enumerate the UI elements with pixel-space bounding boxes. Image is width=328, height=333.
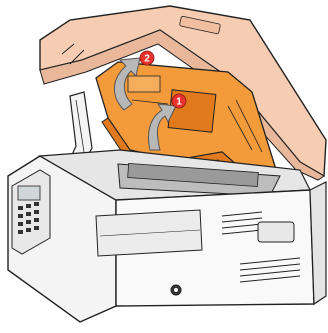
power-button-icon [171, 285, 181, 295]
printer-body [8, 150, 326, 322]
svg-text:2: 2 [144, 54, 150, 65]
step-badge-2: 2 [140, 51, 154, 65]
lcd-display-icon [18, 186, 40, 200]
svg-text:1: 1 [176, 97, 182, 108]
control-panel [12, 170, 50, 254]
step-badge-1: 1 [172, 94, 186, 108]
